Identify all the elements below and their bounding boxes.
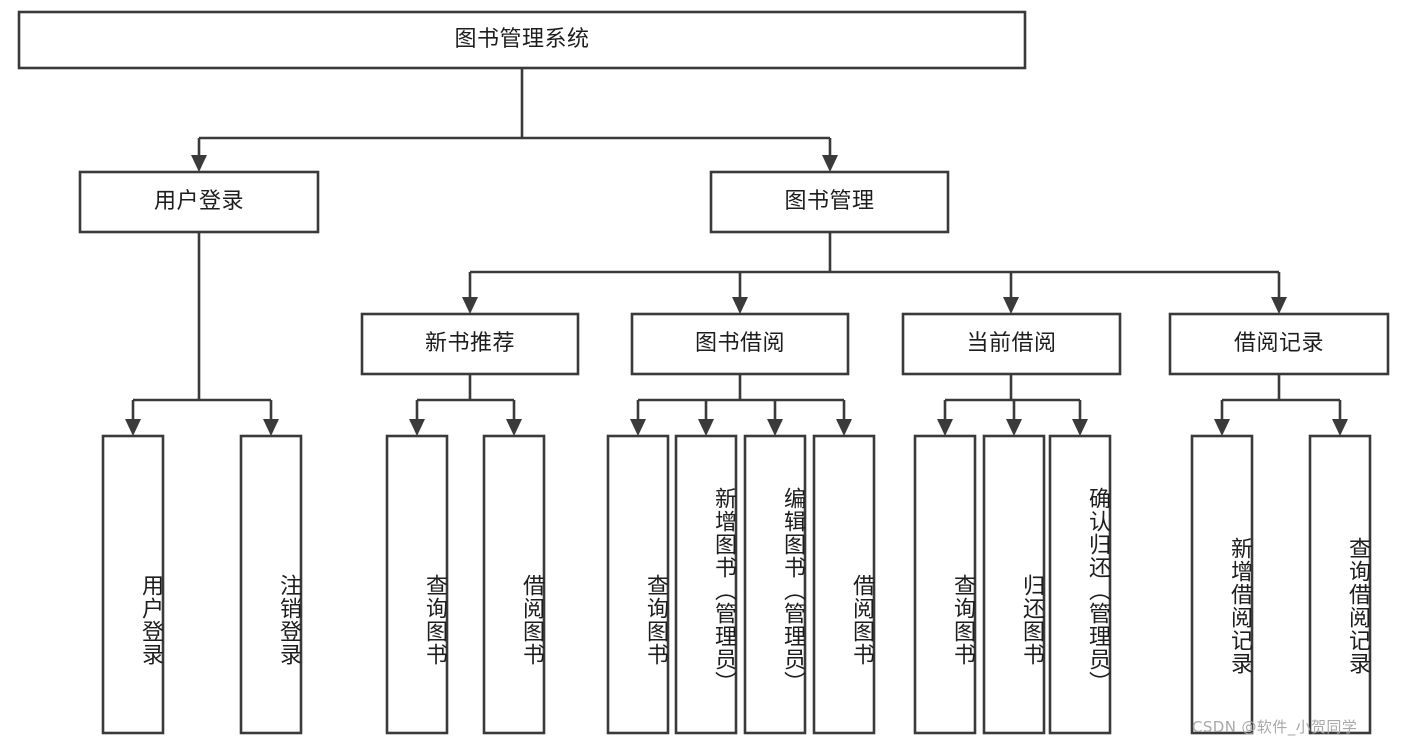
arrow-head-icon [1214, 419, 1230, 436]
node-box-leaf-return-book[interactable] [982, 434, 1046, 735]
node-box-leaf-query-book-3[interactable] [913, 434, 977, 735]
arrow-head-icon [767, 419, 783, 436]
connector-currentborrow-to-leaves [937, 374, 1088, 436]
arrow-head-icon [630, 419, 646, 436]
node-box-leaf-query-book-1[interactable] [385, 434, 449, 735]
connector-borrowrecord-to-leaves [1214, 374, 1348, 436]
arrow-head-icon [1072, 419, 1088, 436]
node-box-leaf-borrow-book-2[interactable] [812, 434, 876, 735]
node-box-user-login[interactable] [78, 170, 320, 234]
arrow-head-icon [937, 419, 953, 436]
node-box-new-book-rec[interactable] [360, 312, 580, 376]
node-box-leaf-query-book-2[interactable] [606, 434, 670, 735]
node-box-leaf-edit-book[interactable] [743, 434, 807, 735]
arrow-head-icon [191, 155, 207, 172]
node-box-leaf-confirm-return[interactable] [1048, 434, 1112, 735]
node-box-borrow-record[interactable] [1168, 312, 1390, 376]
arrow-head-icon [1332, 419, 1348, 436]
node-box-leaf-user-login[interactable] [101, 434, 165, 735]
arrow-head-icon [409, 419, 425, 436]
node-box-leaf-borrow-book-1[interactable] [482, 434, 546, 735]
connector-bookborrow-to-leaves [630, 374, 852, 436]
node-box-root[interactable] [17, 10, 1027, 70]
arrow-head-icon [506, 419, 522, 436]
connector-userlogin-to-leaves [125, 232, 279, 436]
watermark-text: CSDN @软件_小贺同学 [1192, 718, 1358, 736]
node-box-leaf-add-book[interactable] [674, 434, 738, 735]
connector-bookmanage-to-level3 [462, 232, 1287, 314]
arrow-head-icon [732, 297, 748, 314]
arrow-head-icon [462, 297, 478, 314]
arrow-head-icon [822, 155, 838, 172]
arrow-head-icon [1271, 297, 1287, 314]
node-box-book-manage[interactable] [709, 170, 950, 234]
connector-newbookrec-to-leaves [409, 374, 522, 436]
arrow-head-icon [1003, 297, 1019, 314]
arrow-head-icon [836, 419, 852, 436]
arrow-head-icon [1006, 419, 1022, 436]
connector-root-to-level2 [191, 68, 838, 172]
node-box-leaf-query-record[interactable] [1308, 434, 1372, 735]
node-box-book-borrow[interactable] [630, 312, 850, 376]
node-box-leaf-logout[interactable] [239, 434, 303, 735]
arrow-head-icon [698, 419, 714, 436]
arrow-head-icon [263, 419, 279, 436]
node-box-current-borrow[interactable] [901, 312, 1122, 376]
node-box-leaf-add-record[interactable] [1190, 434, 1254, 735]
arrow-head-icon [125, 419, 141, 436]
